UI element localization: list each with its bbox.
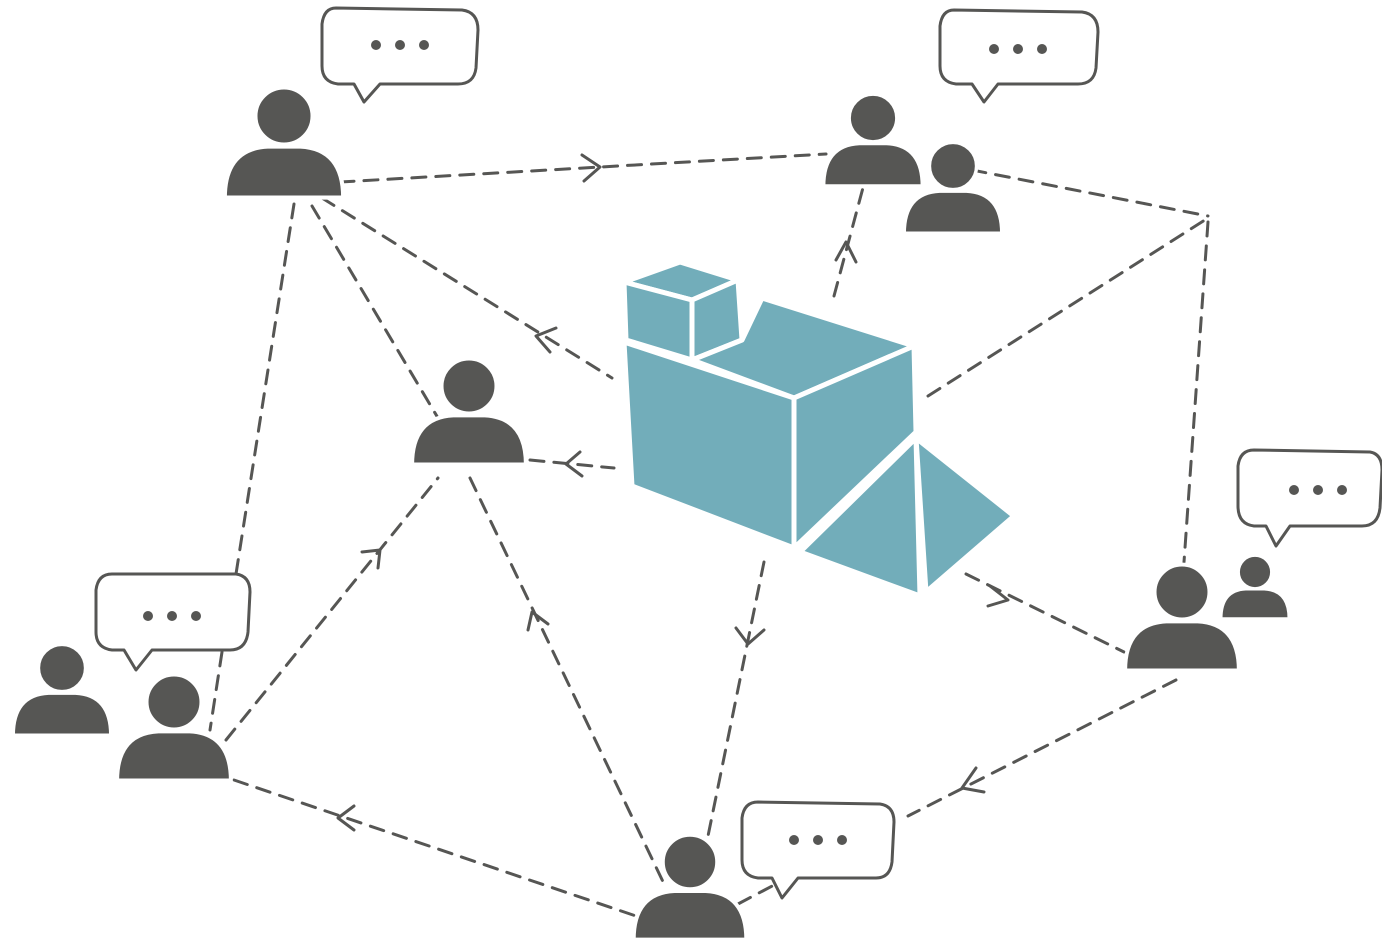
link-corner-rightgroup xyxy=(1182,220,1210,564)
link-middle-hub xyxy=(528,458,616,470)
link-hub-topright xyxy=(832,182,866,298)
person-body xyxy=(115,729,233,783)
person-icon xyxy=(410,356,528,467)
link-bottom-bubble xyxy=(736,882,778,906)
link-topleft-middle xyxy=(310,204,440,420)
ellipsis xyxy=(1289,485,1347,495)
arrowheads xyxy=(336,153,1010,832)
person-icon xyxy=(222,85,346,200)
person-body xyxy=(821,141,925,188)
person-icon xyxy=(11,642,113,737)
person-head xyxy=(36,642,88,694)
ellipsis xyxy=(989,44,1047,54)
person-head xyxy=(1237,554,1273,590)
dot xyxy=(191,611,201,621)
person-body xyxy=(1220,588,1290,620)
dot xyxy=(143,611,153,621)
arrowhead-left xyxy=(564,450,584,478)
dot xyxy=(837,835,847,845)
dot xyxy=(813,835,823,845)
speech-bubble-shape xyxy=(938,8,1100,104)
dot xyxy=(167,611,177,621)
person-head xyxy=(660,832,720,892)
link-topright-corner xyxy=(970,168,1210,218)
arrowhead-right xyxy=(986,584,1010,608)
dot xyxy=(1313,485,1323,495)
arrowhead-left xyxy=(960,766,986,794)
person-icon xyxy=(631,832,749,942)
dot xyxy=(371,40,381,50)
link-leftgroup-bubble xyxy=(208,650,224,732)
link-rightgroup-bottom xyxy=(906,678,1178,818)
speech-bubble-shape xyxy=(740,800,896,900)
dot xyxy=(395,40,405,50)
dot xyxy=(419,40,429,50)
person-head xyxy=(927,140,979,192)
link-middle-bottom xyxy=(468,476,668,890)
person-head xyxy=(144,672,204,732)
speech-bubble-icon xyxy=(320,6,480,104)
speech-bubbles xyxy=(94,6,1382,900)
dot xyxy=(989,44,999,54)
speech-bubble-icon xyxy=(94,572,252,672)
ellipsis xyxy=(789,835,847,845)
link-topleft-leftgroup xyxy=(234,202,296,576)
person-icon xyxy=(1123,562,1241,673)
block-prism-left xyxy=(797,435,923,599)
people xyxy=(11,85,1290,942)
block-large-right xyxy=(791,343,919,551)
arrowhead-down xyxy=(734,626,766,646)
person-icon xyxy=(821,92,925,188)
speech-bubble-shape xyxy=(94,572,252,672)
dot xyxy=(1037,44,1047,54)
arrowhead-up xyxy=(360,548,382,570)
link-topleft-topright xyxy=(338,152,828,184)
arrowhead-up xyxy=(834,240,858,264)
speech-bubble-icon xyxy=(1236,448,1382,548)
dot xyxy=(1289,485,1299,495)
dot xyxy=(1013,44,1023,54)
person-body xyxy=(631,889,749,942)
person-body xyxy=(1123,619,1241,673)
dot xyxy=(789,835,799,845)
connections xyxy=(208,152,1210,918)
person-body xyxy=(11,691,113,737)
person-head xyxy=(253,85,315,147)
speech-bubble-icon xyxy=(740,800,896,900)
block-prism-right xyxy=(913,435,1017,595)
speech-bubble-icon xyxy=(938,8,1100,104)
person-head xyxy=(847,92,899,144)
person-body xyxy=(410,413,528,467)
link-topleft-hub xyxy=(320,196,614,380)
link-leftgroup-bottom xyxy=(232,778,638,918)
speech-bubble-shape xyxy=(1236,448,1382,548)
person-icon xyxy=(1220,554,1290,620)
arrowhead-left xyxy=(336,804,356,832)
person-head xyxy=(1152,562,1212,622)
arrowhead-right xyxy=(580,153,602,183)
link-hub-bottom xyxy=(706,560,766,838)
building-blocks-icon xyxy=(621,259,1017,599)
link-hub-corner xyxy=(926,216,1210,398)
dot xyxy=(1337,485,1347,495)
person-icon xyxy=(902,140,1004,235)
link-leftgroup-middle xyxy=(224,476,440,742)
arrowhead-up xyxy=(526,610,550,632)
person-icon xyxy=(115,672,233,783)
arrowhead-left xyxy=(534,326,558,354)
ellipsis xyxy=(143,611,201,621)
person-head xyxy=(439,356,499,416)
ellipsis xyxy=(371,40,429,50)
speech-bubble-shape xyxy=(320,6,480,104)
person-body xyxy=(222,144,346,200)
person-body xyxy=(902,189,1004,235)
